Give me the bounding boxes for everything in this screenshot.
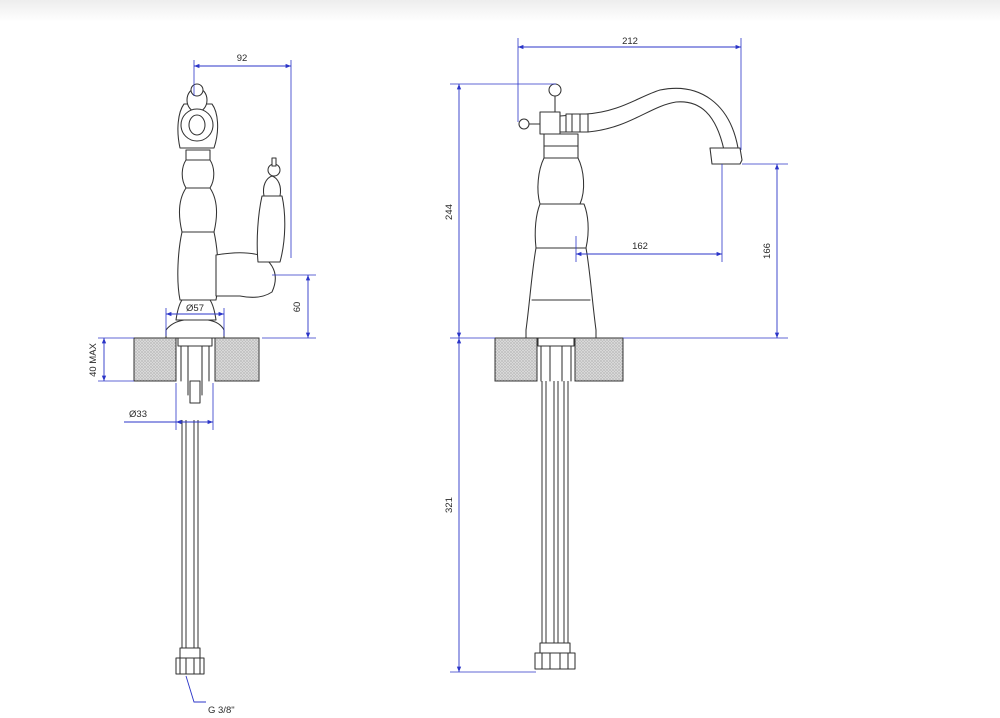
side-hose xyxy=(175,420,205,675)
dim-d33-label: Ø33 xyxy=(129,409,147,420)
front-hoses xyxy=(534,381,576,670)
dim-162-label: 162 xyxy=(632,241,648,252)
dim-d57-label: Ø57 xyxy=(186,303,204,314)
dim-244-label: 244 xyxy=(444,204,455,220)
thread-label: G 3/8" xyxy=(208,705,235,716)
top-shadow xyxy=(0,0,1000,22)
front-view: 212 244 321 162 166 xyxy=(444,36,788,673)
front-body xyxy=(525,133,597,339)
dim-212-label: 212 xyxy=(622,36,638,47)
dim-60-label: 60 xyxy=(292,302,303,313)
side-deck-right xyxy=(214,337,260,382)
side-shank xyxy=(177,337,213,404)
front-deck-left xyxy=(494,337,538,382)
dim-321-label: 321 xyxy=(444,497,455,513)
side-handle xyxy=(215,157,286,298)
dim-92-label: 92 xyxy=(237,53,248,64)
dim-40max-label: 40 MAX xyxy=(88,342,99,376)
dim-166-label: 166 xyxy=(762,243,773,259)
front-dimensions: 212 244 321 162 166 xyxy=(444,36,788,673)
side-view: 92 Ø57 60 40 MAX xyxy=(88,53,316,716)
front-handle xyxy=(518,83,563,135)
front-spout xyxy=(559,87,743,165)
side-dimensions: 92 Ø57 60 40 MAX xyxy=(88,53,316,716)
side-body xyxy=(177,83,219,301)
front-shank xyxy=(537,337,575,382)
side-deck-left xyxy=(133,337,177,382)
front-deck-right xyxy=(574,337,624,382)
